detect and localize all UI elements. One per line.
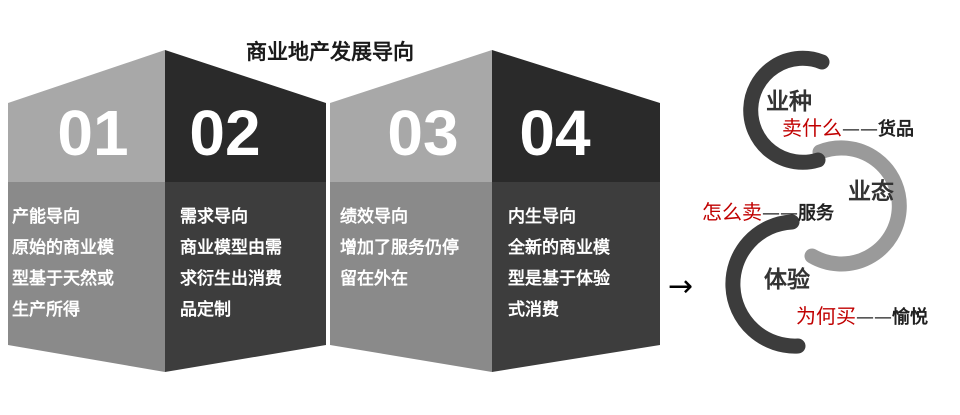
ring-middle <box>804 140 907 272</box>
column-number-01: 01 <box>57 97 129 169</box>
column-line: 生产所得 <box>12 300 80 320</box>
ring-answer: 愉悦 <box>892 307 928 328</box>
ring-question: 怎么卖 <box>702 200 762 224</box>
block1-top-right-face <box>165 50 326 182</box>
block2-top-left-face <box>330 50 492 182</box>
block2-front-right-face <box>492 182 660 372</box>
ring-title-yetai: 业态 <box>848 179 894 205</box>
column-heading: 产能导向 <box>12 207 80 227</box>
ring-top <box>743 50 830 170</box>
column-text-04: 内生导向 全新的商业模 型是基于体验 式消费 <box>508 202 658 326</box>
column-heading: 绩效导向 <box>340 207 408 227</box>
ring-title-yezhong: 业种 <box>766 89 812 115</box>
block2-top-right-face <box>492 50 660 182</box>
ring-dash: —— <box>842 119 878 140</box>
column-line: 型是基于体验 <box>508 269 610 289</box>
column-line: 式消费 <box>508 300 559 320</box>
column-line: 求衍生出消费 <box>180 269 282 289</box>
column-heading: 内生导向 <box>508 207 576 227</box>
column-line: 商业模型由需 <box>180 238 282 258</box>
column-number-04: 04 <box>519 97 591 169</box>
ring-caption-yetai: 怎么卖——服务 <box>702 196 834 225</box>
ring-bottom <box>725 214 806 354</box>
ring-question: 为何买 <box>796 304 856 328</box>
ring-question: 卖什么 <box>782 116 842 140</box>
column-text-03: 绩效导向 增加了服务仍停 留在外在 <box>340 202 490 295</box>
block1-front-left-face <box>8 182 165 372</box>
column-number-02: 02 <box>189 97 261 169</box>
column-line: 全新的商业模 <box>508 238 610 258</box>
column-heading: 需求导向 <box>180 207 248 227</box>
block1-top-left-face <box>8 50 165 182</box>
ring-dash: —— <box>762 203 798 224</box>
column-line: 增加了服务仍停 <box>340 238 459 258</box>
column-line: 原始的商业模 <box>12 238 114 258</box>
ring-caption-tiyan: 为何买——愉悦 <box>796 300 928 329</box>
ring-caption-yezhong: 卖什么——货品 <box>782 112 914 141</box>
column-text-02: 需求导向 商业模型由需 求衍生出消费 品定制 <box>180 202 330 326</box>
column-line: 留在外在 <box>340 269 408 289</box>
diagram-title: 商业地产发展导向 <box>246 40 414 64</box>
block2-front-left-face <box>330 182 492 372</box>
column-number-03: 03 <box>387 97 459 169</box>
column-line: 品定制 <box>180 300 231 320</box>
block1-front-right-face <box>165 182 326 372</box>
right-arrow-icon: → <box>668 269 694 304</box>
column-line: 型基于天然或 <box>12 269 114 289</box>
column-text-01: 产能导向 原始的商业模 型基于天然或 生产所得 <box>12 202 162 326</box>
ring-title-tiyan: 体验 <box>764 267 810 293</box>
ring-dash: —— <box>856 307 892 328</box>
ring-answer: 货品 <box>878 119 914 140</box>
ring-answer: 服务 <box>798 203 834 224</box>
